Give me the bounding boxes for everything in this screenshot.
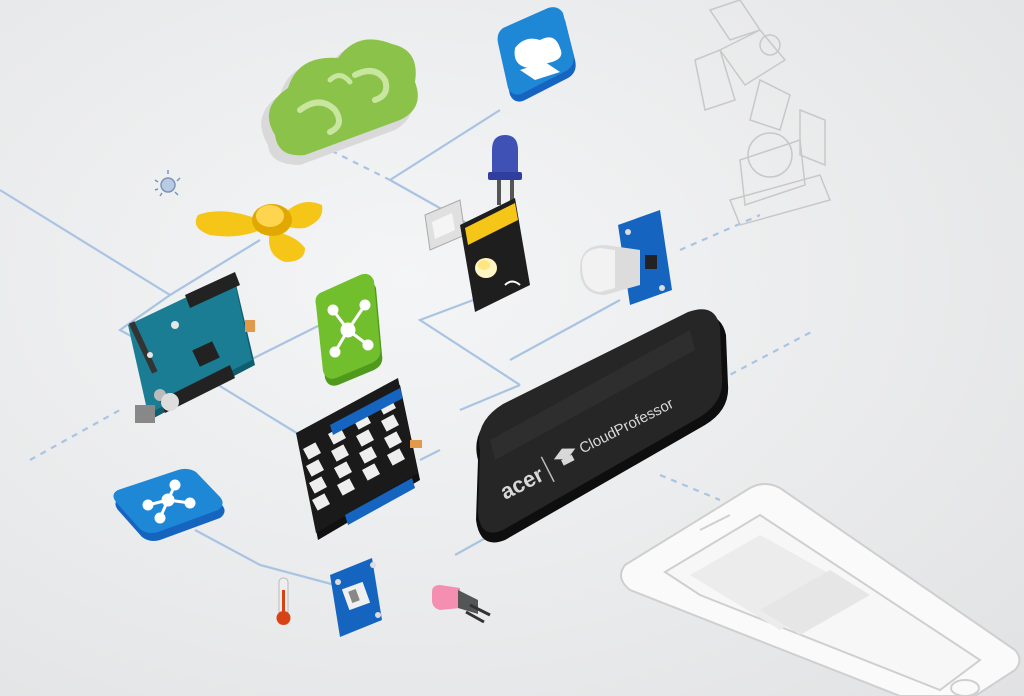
graduation-cap-icon	[553, 448, 576, 466]
network-app-icon	[315, 273, 383, 386]
smartphone-outline-icon	[620, 483, 1021, 696]
led-icon	[488, 135, 522, 205]
robot-arm-icon	[694, 0, 832, 226]
network-share-icon	[113, 468, 225, 541]
thermometer-icon	[276, 577, 291, 625]
usb-led-module-icon	[424, 198, 530, 312]
cloud-icon	[261, 39, 418, 165]
temperature-sensor-module-icon	[330, 558, 382, 637]
rgb-led-module-icon	[580, 210, 672, 305]
grove-shield-icon	[296, 378, 422, 540]
fan-icon	[195, 201, 323, 262]
cloud-professor-app-icon	[497, 7, 576, 102]
cloudprofessor-dongle-icon: acer CloudProfessor	[476, 309, 729, 543]
arduino-board-icon	[128, 272, 255, 423]
ir-sensor-icon	[432, 585, 491, 624]
light-sensor-icon	[154, 170, 181, 197]
